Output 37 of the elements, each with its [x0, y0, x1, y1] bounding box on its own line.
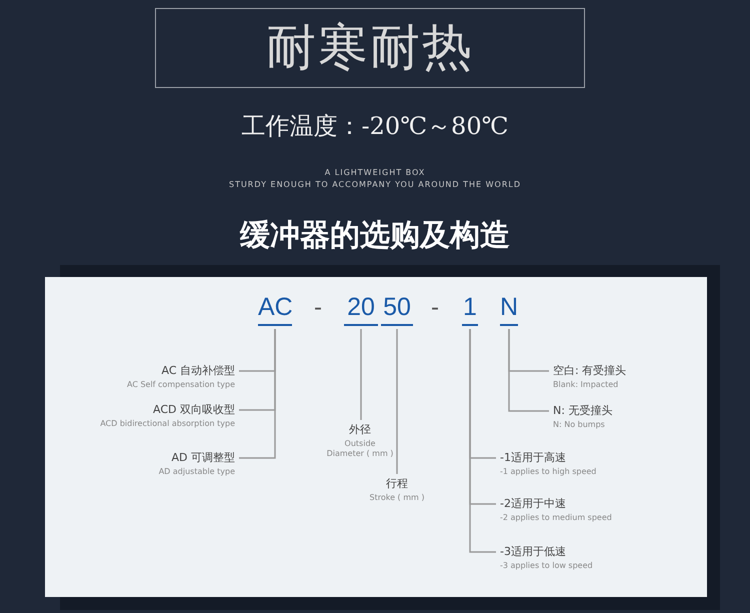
separator-dash: - [430, 294, 440, 322]
section-heading: 缓冲器的选购及构造 [238, 217, 511, 255]
type-description: AD 可调整型 [170, 450, 235, 465]
leader-line [508, 329, 549, 412]
option-description: N: 无受撞头 [553, 403, 614, 418]
code-segment: 20 [344, 294, 378, 326]
leader-line [239, 329, 276, 459]
separator-dash: - [313, 294, 323, 322]
dimension-description: 行程 [385, 476, 409, 491]
heading-box: 耐寒耐热 [155, 8, 585, 88]
english-description: Outside Diameter ( mm ) [326, 439, 394, 459]
type-description: ACD 双向吸收型 [152, 402, 235, 417]
english-description: -2 applies to medium speed [500, 513, 613, 522]
type-description: AC 自动补偿型 [160, 363, 235, 378]
code-segment: AC [258, 294, 292, 326]
speed-description: -2适用于中速 [500, 496, 567, 511]
option-description: 空白: 有受撞头 [553, 363, 628, 378]
code-segment: 1 [462, 294, 478, 326]
english-description: Blank: Impacted [553, 380, 620, 389]
speed-description: -1适用于高速 [500, 450, 567, 465]
english-description: Stroke ( mm ) [368, 493, 426, 503]
tagline-text: A LIGHTWEIGHT BOX [324, 168, 426, 177]
english-description: -1 applies to high speed [500, 467, 598, 476]
dimension-description: 外径 [348, 422, 372, 437]
english-description: ACD bidirectional absorption type [99, 419, 235, 428]
leader-line [360, 329, 362, 420]
code-segment: 50 [381, 294, 413, 326]
leader-line [469, 329, 496, 553]
leader-line [396, 329, 398, 474]
temperature-text: 工作温度：-20℃～80℃ [240, 111, 510, 142]
english-description: AD adjustable type [158, 467, 235, 476]
code-segment: N [500, 294, 518, 326]
english-description: -3 applies to low speed [500, 561, 594, 570]
tagline-text: STURDY ENOUGH TO ACCOMPANY YOU AROUND THE WORLD [228, 180, 522, 189]
speed-description: -3适用于低速 [500, 544, 567, 559]
english-description: N: No bumps [553, 420, 606, 429]
english-description: AC Self compensation type [126, 380, 235, 389]
